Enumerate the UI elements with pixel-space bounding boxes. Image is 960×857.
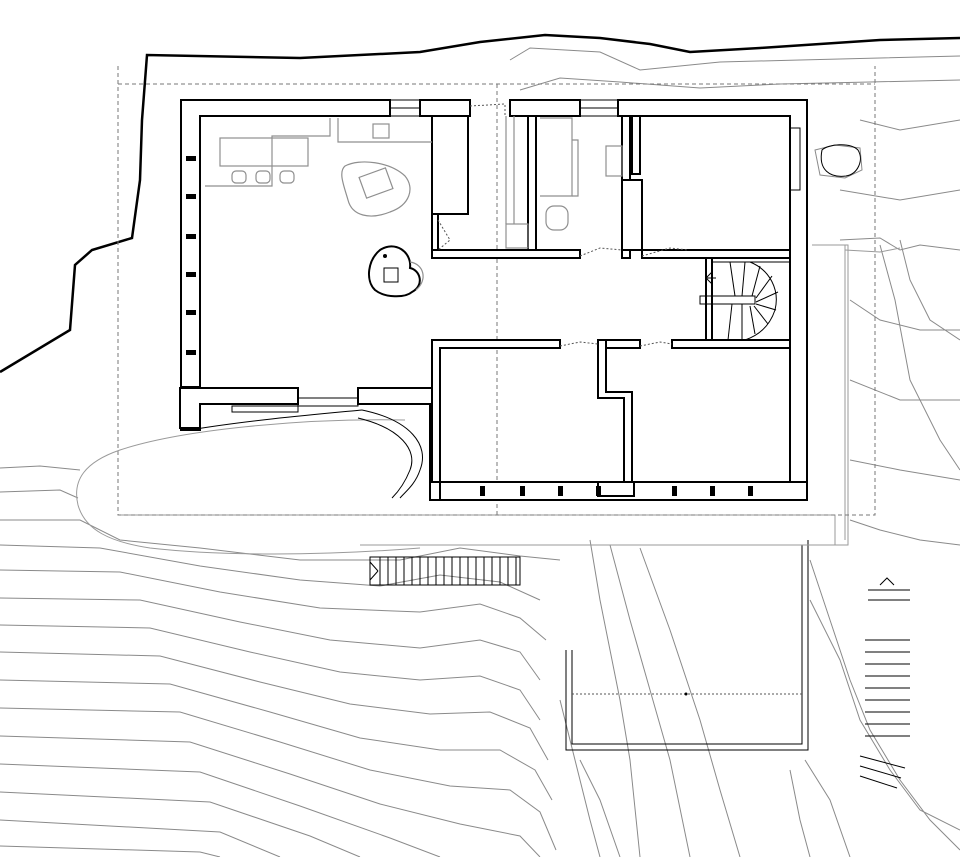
bathroom-fixtures	[505, 116, 623, 249]
rock-symbol	[820, 144, 861, 177]
stair-tread	[741, 261, 746, 297]
west-window-mullion	[186, 310, 196, 315]
west-window-mullion	[186, 194, 196, 199]
step-tread	[859, 765, 902, 779]
door-swings	[437, 103, 689, 347]
site-steps-west	[369, 556, 521, 586]
stair-tread	[749, 305, 756, 335]
stair-tread	[753, 305, 769, 325]
south-window-mullion	[480, 486, 485, 496]
west-window-mullion	[186, 350, 196, 355]
south-window-mullion	[596, 486, 601, 496]
west-window-mullion	[186, 234, 196, 239]
south-window-mullion	[520, 486, 525, 496]
terrace-box	[565, 540, 809, 751]
south-window-mullion	[558, 486, 563, 496]
stair-tread	[755, 275, 773, 299]
step-tread	[859, 755, 906, 769]
south-window-mullion	[748, 486, 753, 496]
south-wall-windows	[480, 486, 753, 496]
step-tread	[859, 775, 898, 789]
stair-tread	[727, 303, 733, 341]
south-window-mullion	[710, 486, 715, 496]
building-walls	[179, 99, 808, 501]
stair-tread	[755, 291, 779, 303]
entry-curve	[76, 409, 423, 555]
west-wall-windows	[186, 156, 196, 355]
stair-tread	[729, 261, 736, 297]
entry-glazing	[231, 397, 359, 413]
living-furniture	[205, 118, 432, 298]
stair-tread	[755, 303, 777, 311]
north-windows	[389, 99, 801, 191]
property-lines	[117, 66, 876, 516]
south-window-mullion	[672, 486, 677, 496]
west-window-mullion	[186, 272, 196, 277]
stair-tread	[751, 265, 761, 297]
terrain-contours	[0, 33, 960, 857]
site-boundary-line	[0, 33, 960, 374]
site-steps-east	[859, 577, 910, 789]
spiral-stair	[699, 261, 791, 341]
west-window-mullion	[186, 156, 196, 161]
